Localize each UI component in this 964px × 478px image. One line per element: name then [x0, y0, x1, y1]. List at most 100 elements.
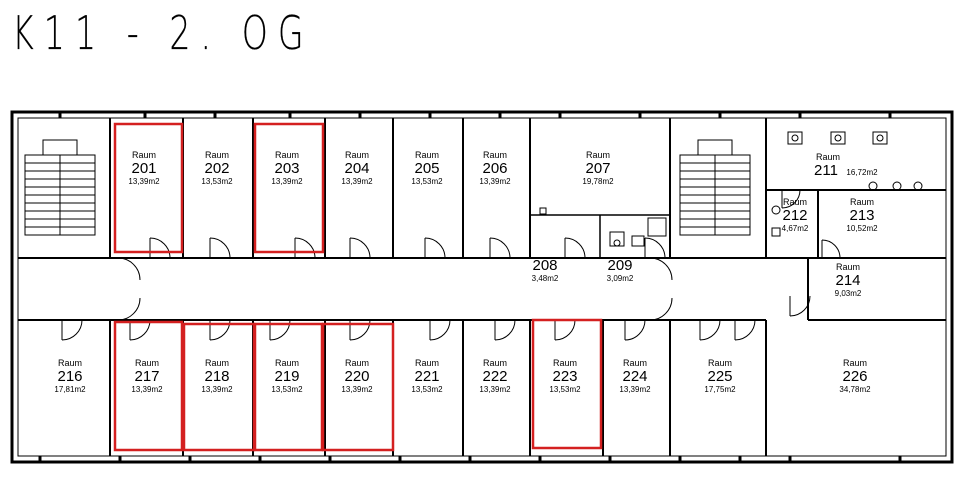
sink-fixture	[830, 131, 846, 145]
room-number: 206	[482, 160, 507, 177]
walls	[10, 110, 954, 464]
room-word: Raum	[415, 150, 439, 160]
highlight-room-203[interactable]	[253, 122, 325, 254]
room-word: Raum	[58, 358, 82, 368]
room-number: 204	[344, 160, 369, 177]
door-swing	[149, 237, 171, 259]
outer-wall	[10, 110, 954, 464]
highlights	[113, 122, 603, 452]
door-swing	[734, 319, 756, 341]
sink-fixture	[876, 134, 884, 142]
room-area: 3,48m2	[532, 274, 559, 283]
door-swing	[494, 319, 516, 341]
sink-fixture	[787, 131, 803, 145]
room-word: Raum	[275, 150, 299, 160]
door-swing	[424, 237, 446, 259]
room-area: 9,03m2	[835, 289, 862, 298]
door-swing	[699, 319, 721, 341]
sink-fixture	[631, 235, 645, 247]
door-swing	[644, 237, 666, 259]
plan-title: K11 - 2. OG	[12, 6, 314, 60]
room-area: 19,78m2	[582, 177, 614, 186]
room-number: 216	[57, 368, 82, 385]
sink-fixture	[872, 131, 888, 145]
room-area: 13,39m2	[619, 385, 651, 394]
room-number: 212	[782, 207, 807, 224]
room-area: 17,75m2	[704, 385, 736, 394]
room-area: 13,39m2	[341, 385, 373, 394]
room-area: 13,53m2	[201, 177, 233, 186]
room-word: Raum	[135, 358, 159, 368]
door-swing	[624, 319, 646, 341]
room-area: 13,39m2	[131, 385, 163, 394]
room-number: 211	[814, 162, 838, 179]
room-word: Raum	[553, 358, 577, 368]
room-area: 13,53m2	[411, 177, 443, 186]
room-word: Raum	[850, 197, 874, 207]
highlight-room-217[interactable]	[113, 320, 184, 452]
room-word: Raum	[816, 152, 840, 162]
room-number: 222	[482, 368, 507, 385]
toilet-fixture	[892, 181, 902, 191]
room-word: Raum	[345, 358, 369, 368]
room-number: 203	[274, 160, 299, 177]
toilet-fixture	[913, 181, 923, 191]
outer-wall-inner	[17, 117, 947, 457]
room-area: 16,72m2	[846, 168, 878, 177]
room-number: 224	[622, 368, 647, 385]
corridor-door-swing	[649, 297, 673, 321]
door-swing	[554, 319, 576, 341]
room-number: 221	[414, 368, 439, 385]
doors	[61, 189, 841, 341]
shaft	[539, 207, 547, 215]
door-swing	[821, 239, 841, 259]
room-number: 218	[204, 368, 229, 385]
door-swing	[489, 237, 511, 259]
highlight-room-201[interactable]	[113, 122, 184, 254]
room-word: Raum	[708, 358, 732, 368]
toilet-fixture	[771, 205, 781, 215]
room-area: 13,53m2	[549, 385, 581, 394]
room-number: 214	[835, 272, 860, 289]
room-area: 13,39m2	[341, 177, 373, 186]
door-swing	[781, 189, 801, 209]
room-area: 13,39m2	[479, 177, 511, 186]
highlight-room-220[interactable]	[321, 322, 395, 452]
sink-fixture	[771, 227, 781, 237]
highlight-room-223[interactable]	[531, 318, 603, 450]
room-word: Raum	[843, 358, 867, 368]
sink-fixture	[791, 134, 799, 142]
room-area: 4,67m2	[782, 224, 809, 233]
room-area: 13,53m2	[271, 385, 303, 394]
corridor-door-swing	[117, 297, 141, 321]
toilet-fixture	[868, 181, 878, 191]
room-word: Raum	[345, 150, 369, 160]
stair-landing	[697, 139, 733, 156]
room-word: Raum	[783, 197, 807, 207]
